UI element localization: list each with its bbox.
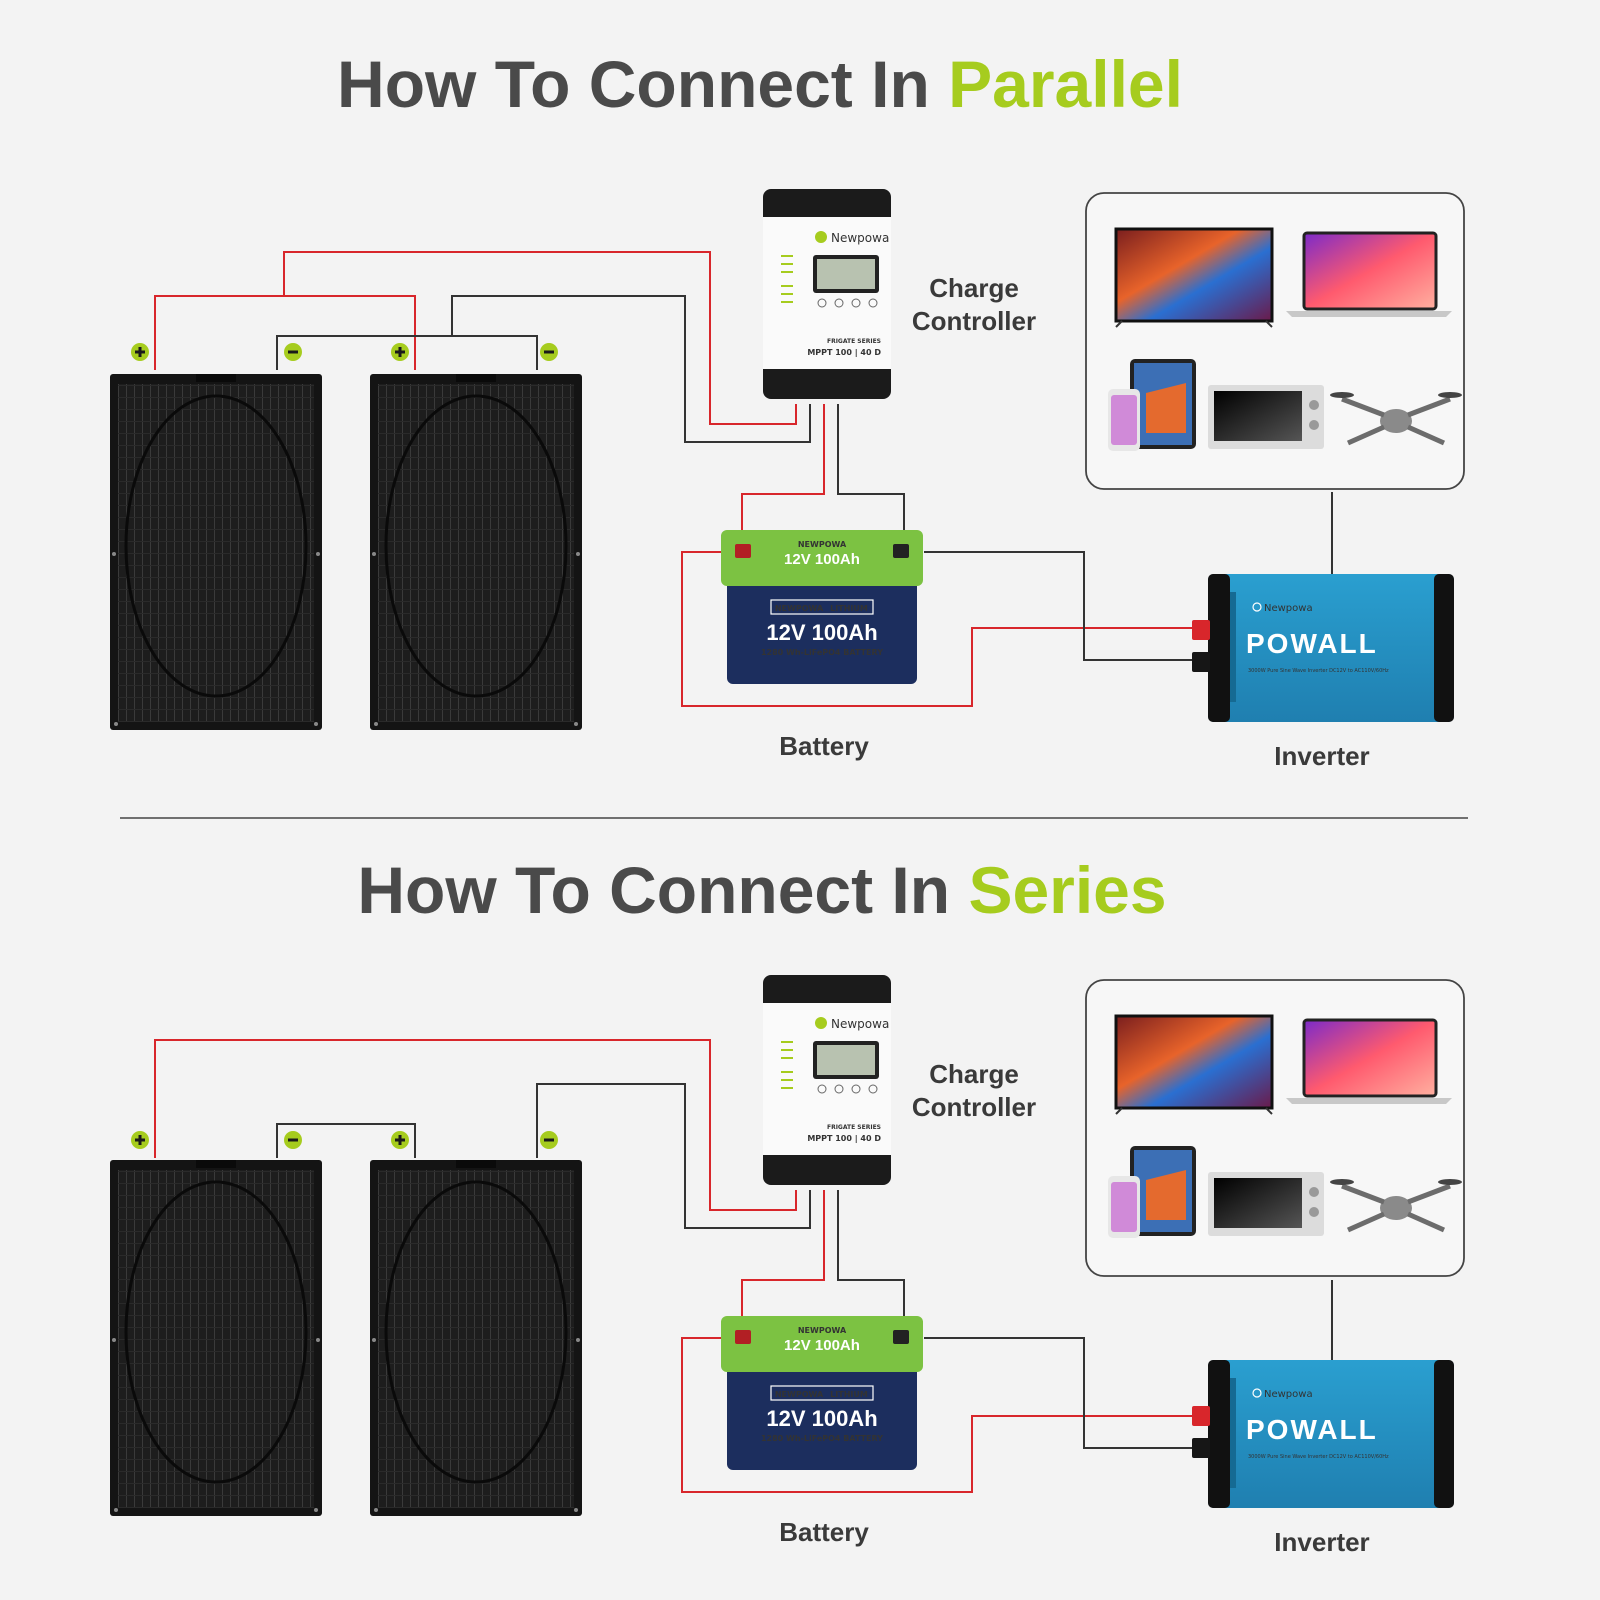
inverter-spec: 3000W Pure Sine Wave Inverter DC12V to A… — [1248, 668, 1389, 674]
battery-brand: NEWPOWA — [775, 1390, 824, 1399]
phone-tablet-icon — [1108, 1146, 1196, 1238]
inverter-spec: 3000W Pure Sine Wave Inverter DC12V to A… — [1248, 1454, 1389, 1460]
laptop-icon — [1286, 231, 1452, 317]
inverter-label: Inverter — [1274, 741, 1369, 771]
controller-series: FRIGATE SERIES — [827, 338, 881, 345]
solar-panel — [108, 1158, 324, 1518]
section-title: How To Connect In Parallel — [337, 47, 1183, 121]
drone-icon — [1330, 1179, 1462, 1233]
section-title: How To Connect In Series — [357, 853, 1166, 927]
drone-icon — [1330, 392, 1462, 446]
tv-icon — [1114, 227, 1274, 328]
charge-controller: Newpowa FRIGATE SERIES MPPT 100 | 40 D — [762, 974, 892, 1186]
battery-type: LITHIUM — [830, 604, 868, 613]
battery-top-brand: NEWPOWA — [798, 540, 847, 549]
solar-panel — [368, 372, 584, 732]
inverter-label: Inverter — [1274, 1527, 1369, 1557]
title-prefix: How To Connect In — [357, 853, 950, 927]
parallel-wiring — [154, 251, 1333, 707]
charge-controller: Newpowa FRIGATE SERIES MPPT 100 | 40 D — [762, 188, 892, 400]
battery-type: LITHIUM — [830, 1390, 868, 1399]
battery-spec: 1280 Wh-LiFePO4 BATTERY — [761, 1434, 883, 1443]
controller-brand: Newpowa — [831, 231, 889, 245]
battery: NEWPOWA 12V 100Ah NEWPOWA LITHIUM 12V 10… — [720, 529, 924, 685]
plus-terminal-icon — [131, 343, 149, 361]
minus-terminal-icon — [284, 1131, 302, 1149]
plus-terminal-icon — [131, 1131, 149, 1149]
series-wiring — [154, 1039, 1333, 1493]
charge-controller-label: Controller — [912, 306, 1036, 336]
battery-label: Battery — [779, 731, 869, 761]
inverter: Newpowa POWALL 3000W Pure Sine Wave Inve… — [1191, 1359, 1455, 1509]
charge-controller-label: Controller — [912, 1092, 1036, 1122]
minus-terminal-icon — [284, 343, 302, 361]
plus-terminal-icon — [391, 343, 409, 361]
section-series: How To Connect In Series Newpowa FRIGATE… — [108, 853, 1465, 1557]
inverter-brand: Newpowa — [1264, 1389, 1313, 1400]
title-highlight: Series — [968, 853, 1166, 927]
controller-brand: Newpowa — [831, 1017, 889, 1031]
minus-terminal-icon — [540, 1131, 558, 1149]
laptop-icon — [1286, 1018, 1452, 1104]
title-prefix: How To Connect In — [337, 47, 930, 121]
battery-spec: 1280 Wh-LiFePO4 BATTERY — [761, 648, 883, 657]
microwave-icon — [1208, 385, 1324, 449]
inverter-name: POWALL — [1246, 1414, 1378, 1445]
minus-terminal-icon — [540, 343, 558, 361]
battery-top-rating: 12V 100Ah — [784, 1337, 860, 1354]
battery: NEWPOWA 12V 100Ah NEWPOWA LITHIUM 12V 10… — [720, 1315, 924, 1471]
tv-icon — [1114, 1014, 1274, 1115]
controller-series: FRIGATE SERIES — [827, 1124, 881, 1131]
battery-brand: NEWPOWA — [775, 604, 824, 613]
section-parallel: How To Connect In Parallel Newpowa FRIGA… — [108, 47, 1465, 771]
inverter-name: POWALL — [1246, 628, 1378, 659]
charge-controller-label: Charge — [929, 273, 1019, 303]
battery-label: Battery — [779, 1517, 869, 1547]
microwave-icon — [1208, 1172, 1324, 1236]
plus-terminal-icon — [391, 1131, 409, 1149]
inverter: Newpowa POWALL 3000W Pure Sine Wave Inve… — [1191, 573, 1455, 723]
controller-model: MPPT 100 | 40 D — [807, 1134, 881, 1143]
appliances-box — [1085, 979, 1465, 1277]
battery-rating: 12V 100Ah — [766, 1406, 877, 1431]
battery-top-brand: NEWPOWA — [798, 1326, 847, 1335]
solar-panel — [368, 1158, 584, 1518]
appliances-box — [1085, 192, 1465, 490]
solar-panel — [108, 372, 324, 732]
title-highlight: Parallel — [948, 47, 1183, 121]
battery-rating: 12V 100Ah — [766, 620, 877, 645]
battery-top-rating: 12V 100Ah — [784, 551, 860, 568]
charge-controller-label: Charge — [929, 1059, 1019, 1089]
inverter-brand: Newpowa — [1264, 603, 1313, 614]
phone-tablet-icon — [1108, 359, 1196, 451]
controller-model: MPPT 100 | 40 D — [807, 348, 881, 357]
